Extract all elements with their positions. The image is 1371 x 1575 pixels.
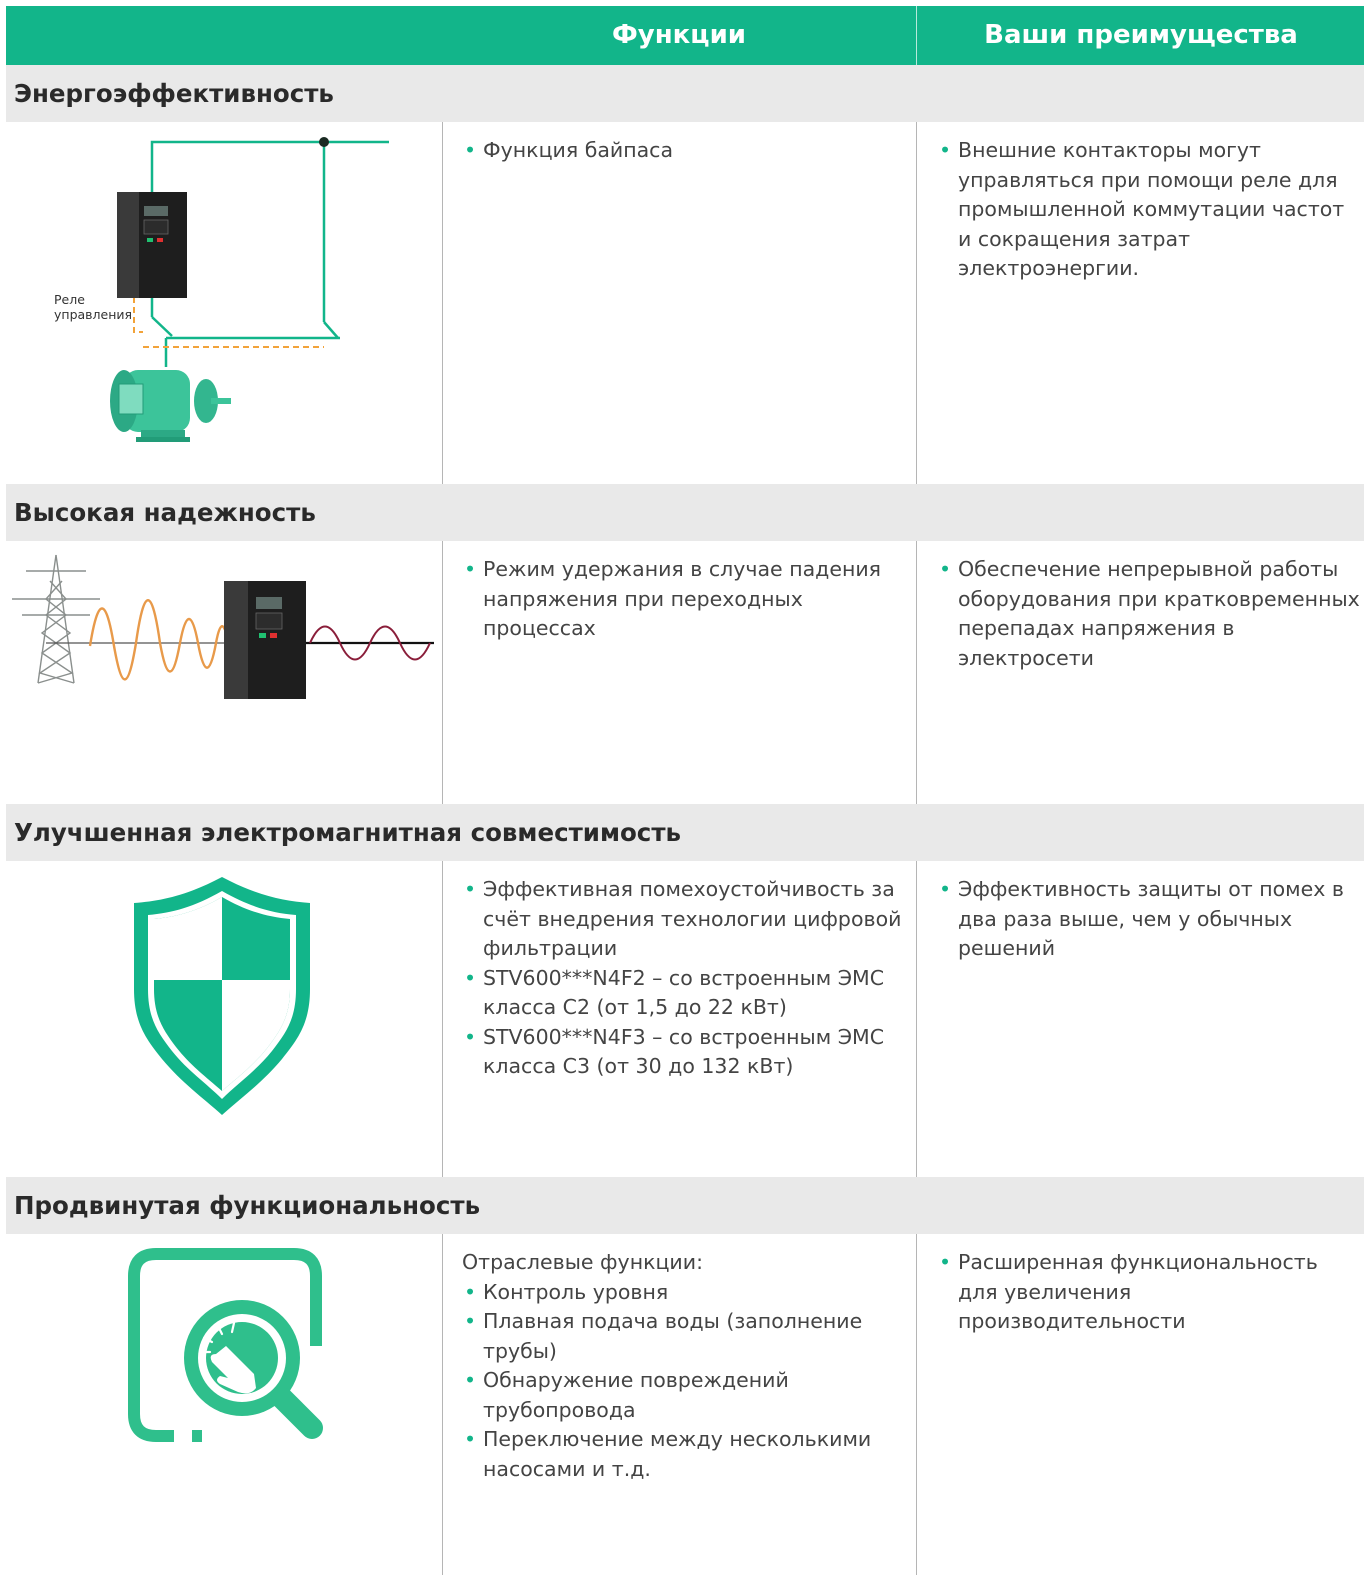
power-pylon-icon	[12, 554, 100, 684]
section-title-band: Улучшенная электромагнитная совместимост…	[6, 804, 1364, 861]
function-item: Эффективная помехоустойчивость за счёт в…	[462, 875, 902, 964]
functions-cell: Режим удержания в случае падения напряже…	[462, 555, 902, 644]
drive-unit-icon	[224, 581, 306, 699]
function-item: Функция байпаса	[462, 136, 902, 166]
table-header: Функции Ваши преимущества	[6, 6, 1364, 65]
function-item: Обнаружение повреждений трубопровода	[462, 1366, 902, 1425]
header-functions: Функции	[611, 20, 747, 50]
column-divider	[916, 122, 917, 484]
function-item: Переключение между несколькими насосами …	[462, 1425, 902, 1484]
section-title: Высокая надежность	[14, 498, 316, 527]
column-divider	[916, 541, 917, 804]
header-benefits: Ваши преимущества	[916, 6, 1365, 65]
section-title: Энергоэффективность	[14, 79, 334, 108]
benefit-item: Расширенная функциональность для увеличе…	[937, 1248, 1362, 1337]
benefits-cell: Эффективность защиты от помех в два раза…	[937, 875, 1362, 964]
function-item: Режим удержания в случае падения напряже…	[462, 555, 902, 644]
touch-search-icon	[128, 1248, 323, 1442]
function-item: Плавная подача воды (заполнение трубы)	[462, 1307, 902, 1366]
column-divider	[916, 861, 917, 1177]
section-row: Отраслевые функции: Контроль уровня Плав…	[6, 1234, 1364, 1575]
section-title: Улучшенная электромагнитная совместимост…	[14, 818, 682, 847]
functions-cell: Отраслевые функции: Контроль уровня Плав…	[462, 1248, 902, 1484]
section-row: Эффективная помехоустойчивость за счёт в…	[6, 861, 1364, 1177]
functions-intro: Отраслевые функции:	[462, 1250, 703, 1274]
drive-unit-icon	[117, 192, 187, 298]
function-item: STV600***N4F3 – со встроенным ЭМС класса…	[462, 1023, 902, 1082]
section-title-band: Энергоэффективность	[6, 65, 1364, 122]
benefits-cell: Расширенная функциональность для увеличе…	[937, 1248, 1362, 1337]
benefits-cell: Внешние контакторы могут управляться при…	[937, 136, 1362, 284]
motor-icon	[110, 370, 231, 442]
benefit-item: Эффективность защиты от помех в два раза…	[937, 875, 1362, 964]
column-divider	[442, 861, 443, 1177]
benefits-cell: Обеспечение непрерывной работы оборудова…	[937, 555, 1362, 673]
benefit-item: Обеспечение непрерывной работы оборудова…	[937, 555, 1362, 673]
section-title-band: Продвинутая функциональность	[6, 1177, 1364, 1234]
function-item: STV600***N4F2 – со встроенным ЭМС класса…	[462, 964, 902, 1023]
voltage-dip-diagram	[12, 554, 434, 699]
column-divider	[442, 122, 443, 484]
section-row: Реле управления Функция байпаса Внешние …	[6, 122, 1364, 484]
column-divider	[442, 541, 443, 804]
column-divider	[916, 1234, 917, 1575]
bypass-diagram: Реле управления	[54, 137, 389, 442]
relay-label-line2: управления	[54, 307, 132, 322]
column-divider	[442, 1234, 443, 1575]
shield-icon	[134, 877, 310, 1115]
benefit-item: Внешние контакторы могут управляться при…	[937, 136, 1362, 284]
function-item: Контроль уровня	[462, 1278, 902, 1308]
functions-cell: Функция байпаса	[462, 136, 902, 166]
functions-cell: Эффективная помехоустойчивость за счёт в…	[462, 875, 902, 1082]
section-row: Режим удержания в случае падения напряже…	[6, 541, 1364, 804]
section-title: Продвинутая функциональность	[14, 1191, 481, 1220]
relay-label-line1: Реле	[54, 292, 85, 307]
section-title-band: Высокая надежность	[6, 484, 1364, 541]
